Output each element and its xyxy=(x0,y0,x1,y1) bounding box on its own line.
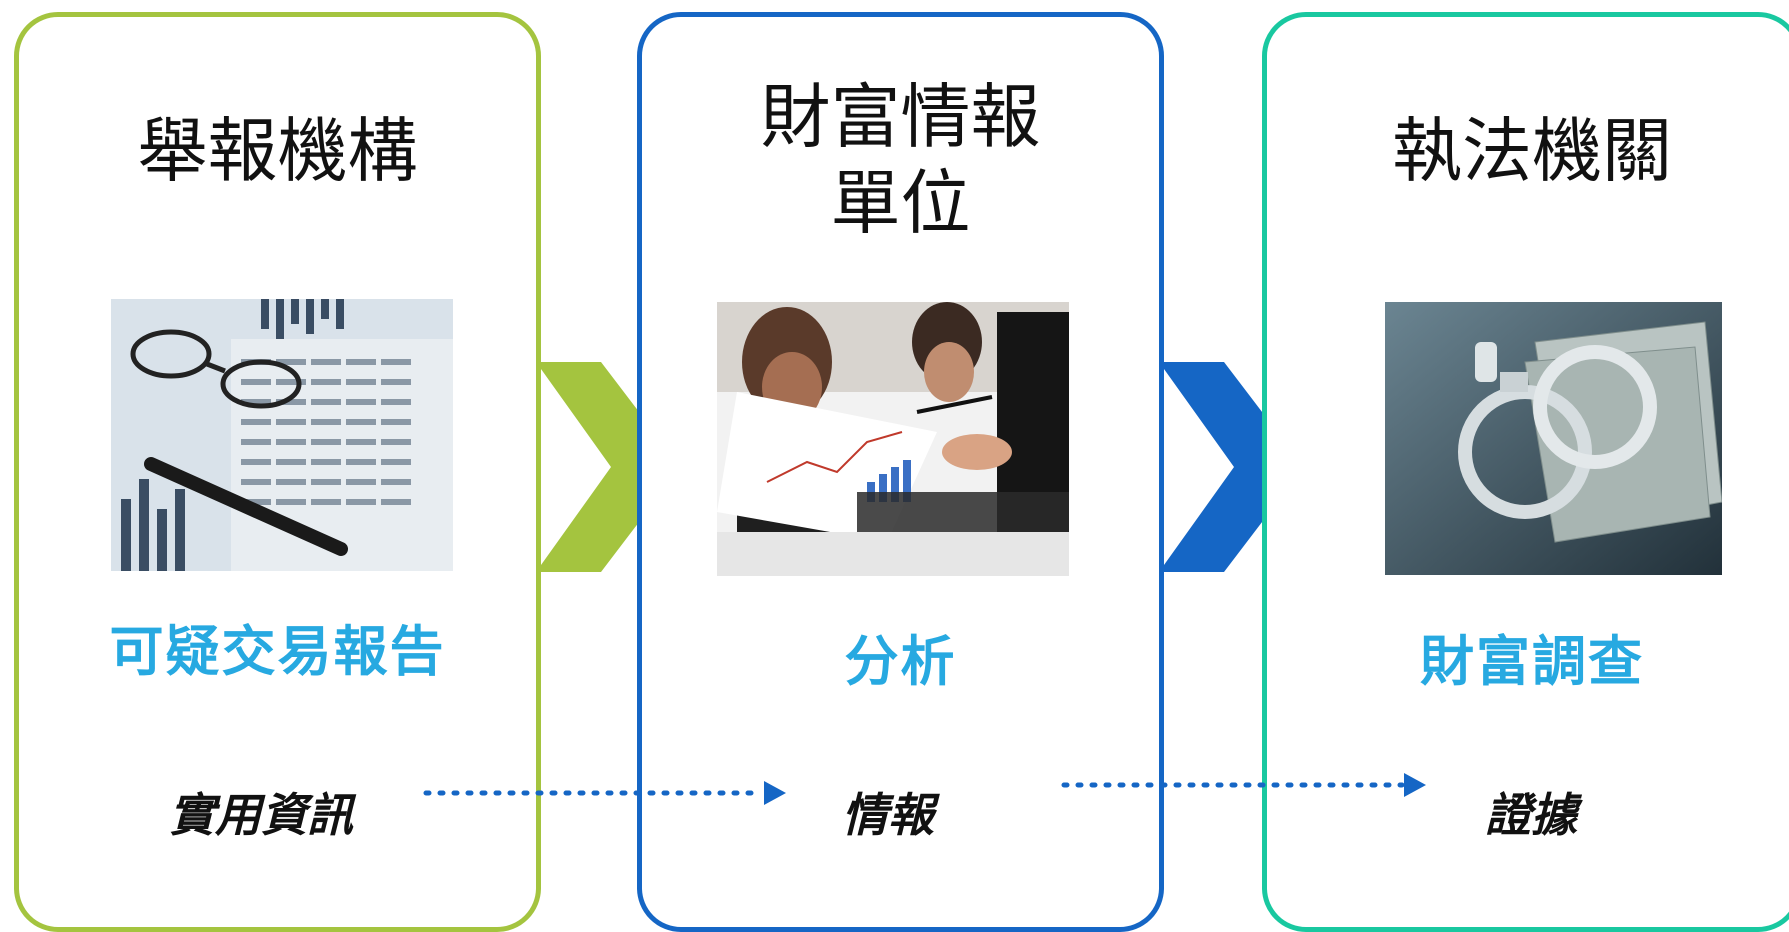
panel-title: 執法機關 xyxy=(1392,110,1672,192)
panel-title-line1: 財富情報 xyxy=(760,76,1041,158)
panel-title: 舉報機構 xyxy=(137,110,418,192)
reporting-institution-panel: 舉報機構 可疑交易報告 實用資訊 xyxy=(14,12,541,932)
dotted-arrow-icon xyxy=(423,781,786,805)
flow-label: 證據 xyxy=(1485,788,1577,842)
panel-title-line2: 單位 xyxy=(830,162,971,244)
law-enforcement-panel: 執法機關 財富調查 證據 xyxy=(1262,12,1789,932)
panel-subtitle: 財富調查 xyxy=(1420,630,1644,693)
handcuffs-money-image xyxy=(1385,302,1722,575)
flow-label: 情報 xyxy=(842,788,934,842)
panel-subtitle: 可疑交易報告 xyxy=(109,620,446,683)
business-analysis-image xyxy=(717,302,1069,576)
flow-label: 實用資訊 xyxy=(169,788,353,842)
financial-intelligence-unit-panel: 財富情報 單位 分析 情報 xyxy=(637,12,1164,932)
panel-subtitle: 分析 xyxy=(844,630,957,693)
financial-documents-image xyxy=(111,299,453,571)
dotted-arrow-icon xyxy=(1061,773,1426,797)
